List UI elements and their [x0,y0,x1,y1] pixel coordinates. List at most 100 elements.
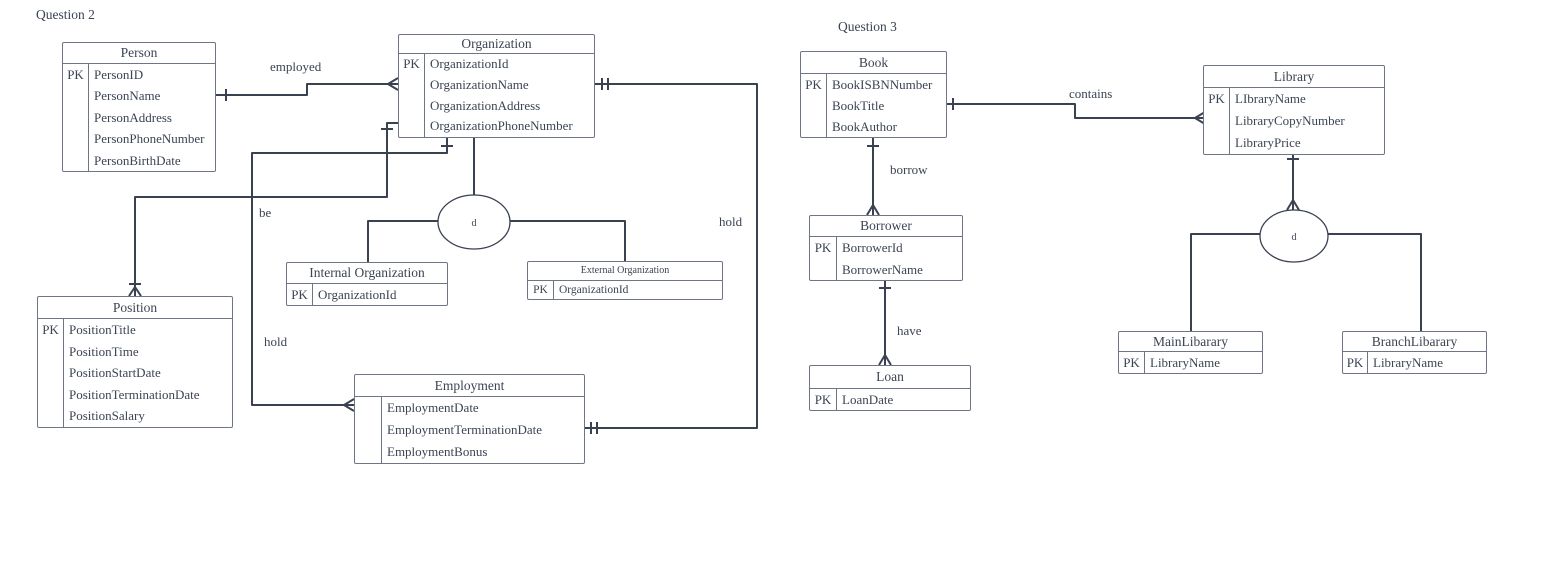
table-row: OrganizationAddress [399,95,594,117]
table-row: BookAuthor [801,116,946,137]
table-row: PositionTerminationDate [38,383,232,406]
table-row: LibraryCopyNumber [1204,110,1384,132]
pk-cell [355,441,382,463]
attr-cell: PersonAddress [94,109,172,125]
pk-cell [38,340,64,363]
attr-cell: PersonBirthDate [94,152,181,168]
table-row: PositionTime [38,340,232,363]
relationship-label-contains: contains [1069,86,1113,101]
table-row: PersonAddress [63,106,215,129]
table-row: PK LIbraryName [1204,88,1384,110]
disjoint-circle-q2[interactable] [437,194,511,250]
connector-disjoint-external [510,220,626,261]
table-row: PK PositionTitle [38,319,232,341]
disjoint-circle-q3-label: d [1292,232,1297,243]
entity-title: Employment [355,375,584,397]
entity-title: MainLibarary [1119,332,1262,352]
attr-cell: PersonPhoneNumber [94,131,205,147]
pk-cell: PK [38,319,64,341]
pk-cell [38,362,64,384]
entity-title: Loan [810,366,970,389]
attr-cell: LIbraryName [1235,91,1306,106]
entity-title: Internal Organization [287,263,447,284]
attr-cell: LibraryCopyNumber [1235,113,1345,128]
relationship-label-be: be [259,205,272,220]
pk-cell: PK [810,237,837,259]
entity-employment[interactable]: Employment EmploymentDate EmploymentTerm… [354,374,585,464]
relationship-label-employed: employed [270,59,322,74]
entity-position[interactable]: Position PK PositionTitle PositionTime Po… [37,296,233,428]
pk-cell: PK [1204,88,1230,110]
table-row: PositionStartDate [38,362,232,384]
pk-cell [399,74,425,96]
attr-cell: LoanDate [842,392,894,407]
connector-be [134,122,398,287]
attr-cell: PositionTime [69,343,139,359]
table-row: OrganizationName [399,74,594,96]
pk-cell: PK [528,281,554,299]
connector-contains [947,103,1195,119]
pk-cell: PK [399,54,425,75]
disjoint-circle-q3[interactable] [1259,209,1329,263]
entity-loan[interactable]: Loan PK LoanDate [809,365,971,411]
crowfoot-be-position [128,286,142,297]
table-row: PK OrganizationId [528,281,722,299]
table-row: PersonName [63,85,215,107]
connector-employed [215,83,388,96]
pk-cell: PK [810,389,837,410]
pk-cell: PK [1343,352,1368,373]
attr-cell: PositionTerminationDate [69,386,200,402]
attr-cell: OrganizationId [559,284,629,296]
double-tick-holdright-employment [590,422,598,434]
entity-title: Borrower [810,216,962,237]
attr-cell: OrganizationAddress [430,97,541,113]
table-row: PersonPhoneNumber [63,128,215,150]
table-row: PositionSalary [38,405,232,427]
attr-cell: LibraryName [1150,355,1221,370]
table-row: PK LoanDate [810,389,970,410]
attr-cell: BookAuthor [832,119,897,134]
entity-title: Position [38,297,232,319]
attr-cell: EmploymentTerminationDate [387,422,543,437]
attr-cell: BorrowerId [842,240,903,255]
question3-title: Question 3 [838,19,897,34]
pk-cell [63,149,89,171]
entity-title: Person [63,43,215,64]
pk-cell [801,116,827,137]
attr-cell: PositionTitle [69,322,136,337]
relationship-label-have: have [897,323,922,338]
double-tick-holdright-organization [601,78,609,90]
table-row: BorrowerName [810,258,962,280]
attr-cell: PositionSalary [69,408,145,424]
attr-cell: PositionStartDate [69,365,161,381]
disjoint-circle-q2-label: d [472,218,477,229]
table-row: LibraryPrice [1204,132,1384,154]
entity-main-library[interactable]: MainLibarary PK LibraryName [1118,331,1263,374]
crowfoot-borrow-borrower [866,204,880,216]
pk-cell: PK [287,284,313,305]
crowfoot-have-loan [878,354,892,366]
entity-title: Book [801,52,946,74]
table-row: PK LibraryName [1343,352,1486,373]
table-row: EmploymentBonus [355,441,584,463]
attr-cell: LibraryName [1373,355,1444,370]
relationship-label-hold-left: hold [264,334,288,349]
entity-title: Organization [399,35,594,54]
attr-cell: PersonID [94,67,144,82]
table-row: BookTitle [801,95,946,116]
pk-cell [399,95,425,117]
connector-hold-right [585,83,758,429]
pk-cell: PK [1119,352,1145,373]
attr-cell: BorrowerName [842,261,923,277]
pk-cell [38,383,64,406]
entity-borrower[interactable]: Borrower PK BorrowerId BorrowerName [809,215,963,281]
